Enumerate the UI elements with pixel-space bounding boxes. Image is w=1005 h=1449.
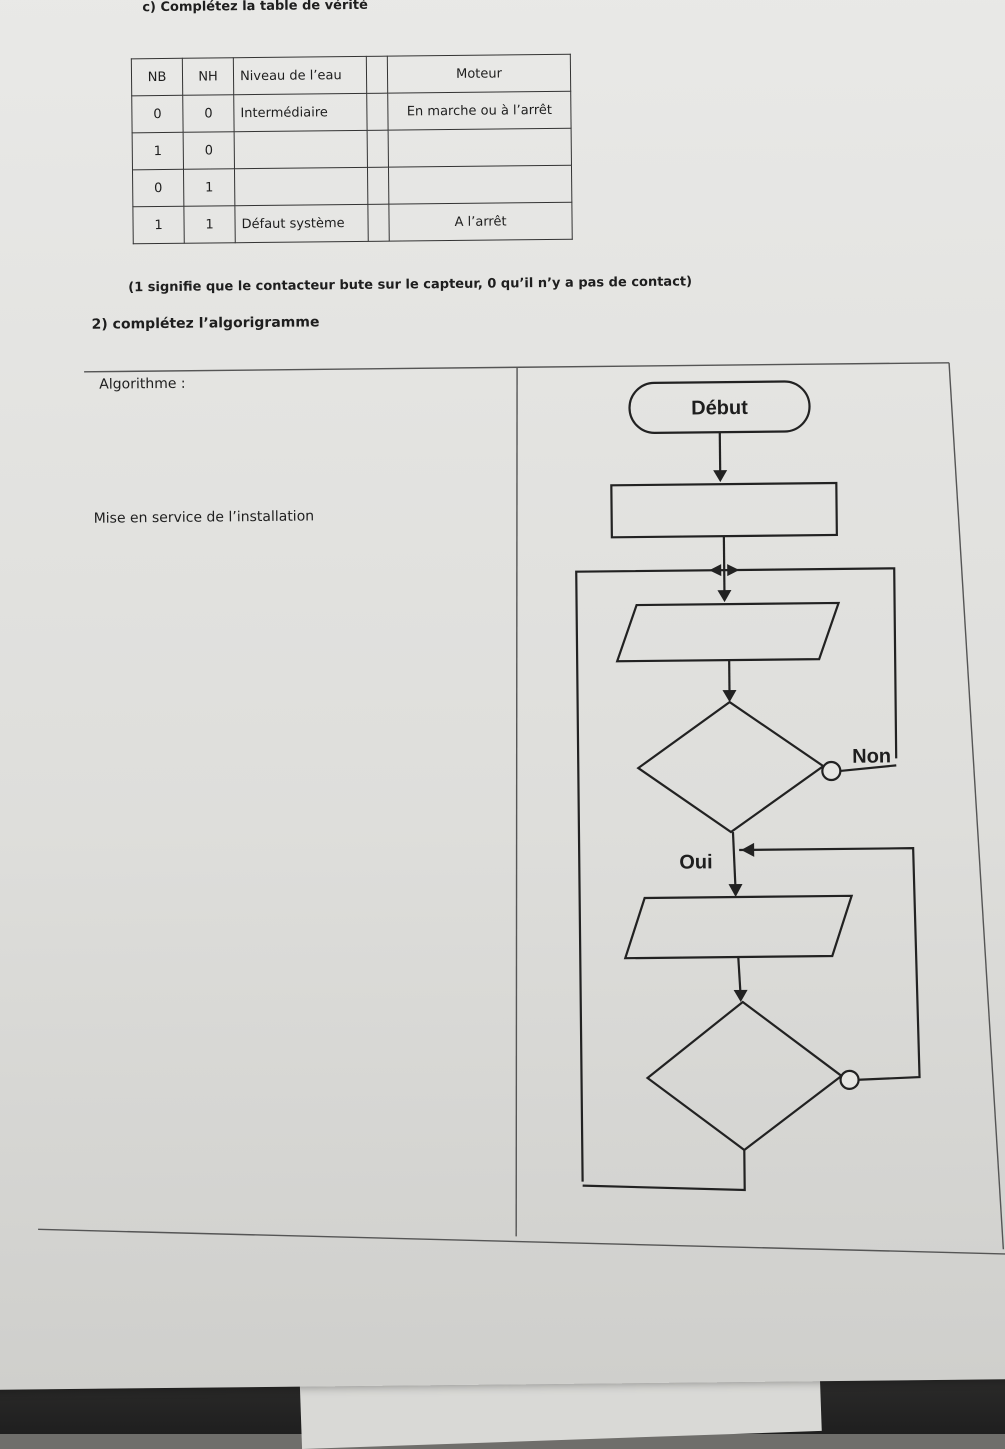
loop-line-inner	[739, 848, 919, 1081]
arrowhead-left	[741, 843, 754, 857]
arrowhead-down	[729, 884, 743, 897]
yes-label: Oui	[679, 851, 713, 873]
frame-right-line	[949, 362, 1003, 1249]
arrowhead-down	[717, 590, 731, 602]
arrowhead-down	[713, 470, 727, 482]
worksheet-page: c) Complétez la table de vérité NB NH Ni…	[0, 0, 1005, 1390]
input-parallelogram-2	[625, 896, 853, 958]
decision-diamond-1	[638, 701, 824, 833]
arrowhead-down	[722, 690, 736, 702]
no-connector-1	[822, 762, 840, 780]
start-label: Début	[691, 397, 748, 420]
process-box-1	[611, 483, 837, 537]
flowchart: Début Non Oui	[0, 0, 1005, 1390]
input-parallelogram-1	[617, 603, 840, 661]
arrowhead-left	[709, 564, 721, 576]
no-connector-2	[840, 1071, 858, 1089]
arrowhead-right	[727, 564, 739, 576]
decision-diamond-2	[647, 1001, 843, 1151]
frame-divider-line	[507, 367, 526, 1236]
frame-bottom-line	[38, 1219, 1005, 1264]
arrow-line	[724, 536, 725, 597]
return-line	[582, 1150, 744, 1192]
no-label: Non	[852, 745, 891, 767]
arrow-line	[733, 832, 736, 890]
arrowhead-down	[734, 990, 748, 1002]
